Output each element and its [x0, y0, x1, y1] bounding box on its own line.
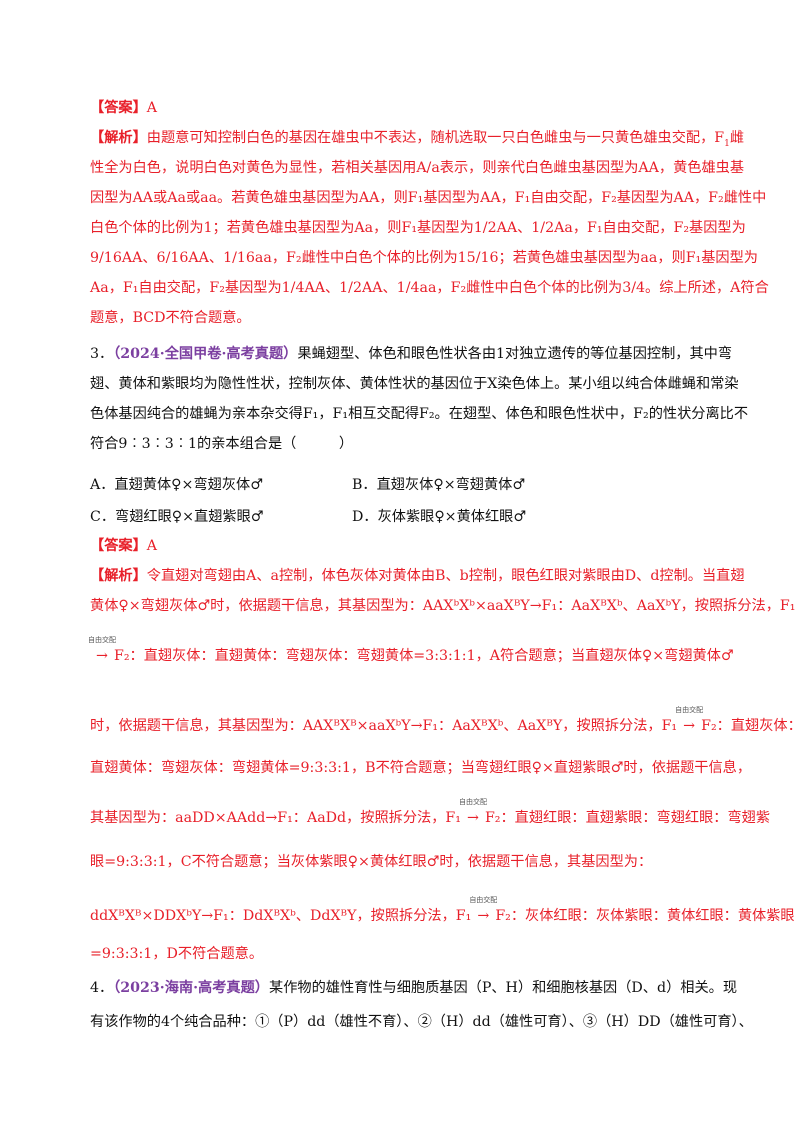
free-mating-arrow: 自由交配→ — [675, 706, 703, 736]
analysis-line: 自由交配→F₂：直翅灰体：直翅黄体：弯翅灰体：弯翅黄体=3:3:1:1，A符合题… — [88, 636, 734, 666]
analysis-text: ddXᴮXᴮ×DDXᵇY→F₁：DdXᴮXᵇ、DdXᴮY，按照拆分法，F₁ — [90, 908, 472, 924]
option-d[interactable]: D．灰体紫眼♀×黄体红眼♂ — [352, 509, 527, 525]
option-a[interactable]: A．直翅黄体♀×弯翅灰体♂ — [90, 477, 263, 493]
option-c[interactable]: C．弯翅红眼♀×直翅紫眼♂ — [90, 509, 264, 525]
question-source: （2023·海南·高考真题） — [113, 980, 269, 996]
answer-tag: 【答案】 — [90, 538, 147, 554]
free-mating-arrow: 自由交配→ — [459, 798, 487, 828]
stem-line: 符合9︰3︰3︰1的亲本组合是（ ） — [90, 436, 354, 452]
stem-line: 有该作物的4个纯合品种：①（P）dd（雄性不育）、②（H）dd（雄性可育）、③（… — [90, 1014, 753, 1030]
analysis-line: =9:3:3:1，D不符合题意。 — [90, 946, 264, 962]
analysis-text: F₂：直翅红眼：直翅紫眼：弯翅红眼：弯翅紫 — [484, 810, 771, 826]
question-4-stem: 4．（2023·海南·高考真题）某作物的雄性育性与细胞质基因（P、H）和细胞核基… — [90, 978, 737, 998]
analysis-line: 黄体♀×弯翅灰体♂时，依据题干信息，其基因型为：AAXᵇXᵇ×aaXᴮY→F₁：… — [90, 598, 796, 614]
question-number: 3． — [90, 346, 114, 362]
answer-value: A — [146, 100, 158, 116]
free-mating-arrow: 自由交配→ — [88, 636, 116, 666]
analysis-line: Aa，F₁自由交配，F₂基因型为1/4AA、1/2AA、1/4aa，F₂雌性中白… — [90, 280, 769, 296]
analysis-line: 直翅黄体：弯翅灰体：弯翅黄体=9:3:3:1，B不符合题意；当弯翅红眼♀×直翅紫… — [90, 760, 752, 776]
analysis-text: F₂：直翅灰体：直翅黄体：弯翅灰体：弯翅黄体=3:3:1:1，A符合题意；当直翅… — [114, 648, 734, 664]
arrow-label: 自由交配 — [469, 896, 498, 904]
answer-line: 【答案】A — [90, 98, 157, 118]
analysis-text: 令直翅对弯翅由A、a控制，体色灰体对黄体由B、b控制，眼色红眼对紫眼由D、d控制… — [146, 568, 745, 584]
analysis-text: 其基因型为：aaDD×AAdd→F₁：AaDd，按照拆分法，F₁ — [90, 810, 461, 826]
arrow-label: 自由交配 — [675, 706, 704, 714]
analysis-text: F₂：灰体红眼：灰体紫眼：黄体红眼：黄体紫眼 — [495, 908, 795, 924]
analysis-line: 9/16AA、6/16AA、1/16aa，F₂雌性中白色个体的比例为15/16；… — [90, 250, 758, 266]
analysis-line: 眼=9:3:3:1，C不符合题意；当灰体紫眼♀×黄体红眼♂时，依据题干信息，其基… — [90, 854, 653, 870]
answer-value: A — [146, 538, 158, 554]
arrow-label: 自由交配 — [88, 636, 116, 644]
question-number: 4． — [90, 980, 114, 996]
analysis-line: 时，依据题干信息，其基因型为：AAXᴮXᴮ×aaXᵇY→F₁：AaXᴮXᵇ、Aa… — [90, 706, 800, 736]
question-source: （2024·全国甲卷·高考真题） — [113, 346, 298, 362]
analysis-text: 由题意可知控制白色的基因在雄虫中不表达，随机选取一只白色雌虫与一只黄色雄虫交配，… — [146, 130, 725, 146]
analysis-text: F₂：直翅灰体： — [701, 718, 800, 734]
arrow-label: 自由交配 — [458, 798, 487, 806]
stem-line: 色体基因纯合的雄蝇为亲本杂交得F₁，F₁相互交配得F₂。在翅型、体色和眼色性状中… — [90, 406, 749, 422]
analysis-text-end: 雌 — [729, 130, 745, 146]
stem-text: 果蝇翅型、体色和眼色性状各由1对独立遗传的等位基因控制，其中弯 — [297, 346, 733, 362]
answer-tag: 【答案】 — [90, 100, 147, 116]
stem-text: 某作物的雄性育性与细胞质基因（P、H）和细胞核基因（D、d）相关。现 — [269, 980, 738, 996]
analysis-line: 性全为白色，说明白色对黄色为显性，若相关基因用A/a表示，则亲代白色雌虫基因型为… — [90, 160, 745, 176]
answer-line: 【答案】A — [90, 536, 157, 556]
free-mating-arrow: 自由交配→ — [469, 896, 497, 926]
analysis-tag: 【解析】 — [90, 568, 147, 584]
analysis-line: 因型为AA或Aa或aa。若黄色雄虫基因型为AA，则F₁基因型为AA，F₁自由交配… — [90, 190, 767, 206]
analysis-line: 白色个体的比例为1；若黄色雄虫基因型为Aa，则F₁基因型为1/2AA、1/2Aa… — [90, 220, 746, 236]
analysis-line: 【解析】令直翅对弯翅由A、a控制，体色灰体对黄体由B、b控制，眼色红眼对紫眼由D… — [90, 566, 745, 586]
option-b[interactable]: B．直翅灰体♀×弯翅黄体♂ — [352, 477, 526, 493]
analysis-line: 【解析】由题意可知控制白色的基因在雄虫中不表达，随机选取一只白色雌虫与一只黄色雄… — [90, 130, 745, 149]
question-3-stem: 3．（2024·全国甲卷·高考真题）果蝇翅型、体色和眼色性状各由1对独立遗传的等… — [90, 344, 732, 364]
analysis-line: 题意，BCD不符合题意。 — [90, 310, 251, 326]
stem-line: 翅、黄体和紫眼均为隐性性状，控制灰体、黄体性状的基因位于X染色体上。某小组以纯合… — [90, 376, 739, 392]
analysis-text: 时，依据题干信息，其基因型为：AAXᴮXᴮ×aaXᵇY→F₁：AaXᴮXᵇ、Aa… — [90, 718, 678, 734]
analysis-tag: 【解析】 — [90, 130, 147, 146]
